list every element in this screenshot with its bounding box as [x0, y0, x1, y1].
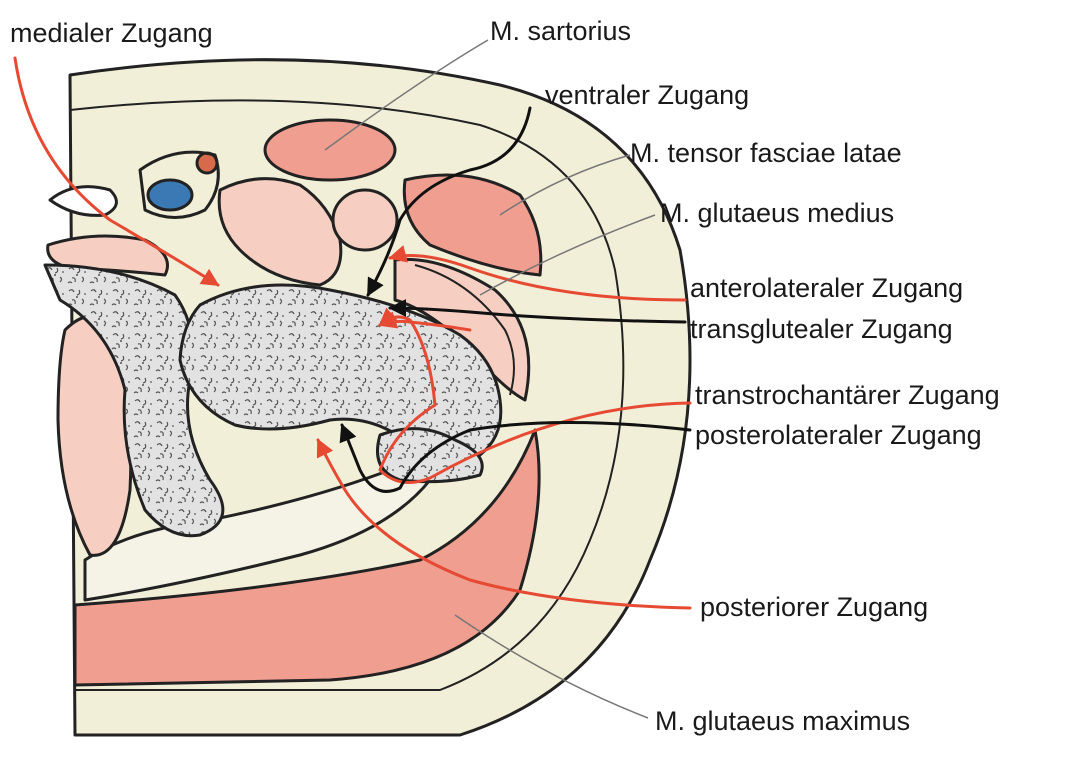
- label-medialer-zugang: medialer Zugang: [10, 18, 213, 48]
- label-m-glutaeus-maximus: M. glutaeus maximus: [655, 706, 910, 736]
- label-m-tensor-fasciae-latae: M. tensor fasciae latae: [630, 138, 902, 168]
- label-posterolateraler-zugang: posterolateraler Zugang: [695, 420, 982, 450]
- label-posteriorer-zugang: posteriorer Zugang: [700, 592, 928, 622]
- femoral-nerve: [50, 187, 116, 216]
- anterior-small-muscle: [333, 190, 397, 250]
- label-m-sartorius: M. sartorius: [490, 16, 631, 46]
- label-anterolateraler-zugang: anterolateraler Zugang: [690, 273, 963, 303]
- femoral-vein: [148, 180, 192, 210]
- label-m-glutaeus-medius: M. glutaeus medius: [660, 198, 894, 228]
- label-transglutealer-zugang: transglutealer Zugang: [690, 314, 953, 344]
- sartorius-muscle: [265, 120, 395, 180]
- label-ventraler-zugang: ventraler Zugang: [545, 80, 749, 110]
- label-transtrochantaerer-zugang: transtrochantärer Zugang: [695, 380, 1000, 410]
